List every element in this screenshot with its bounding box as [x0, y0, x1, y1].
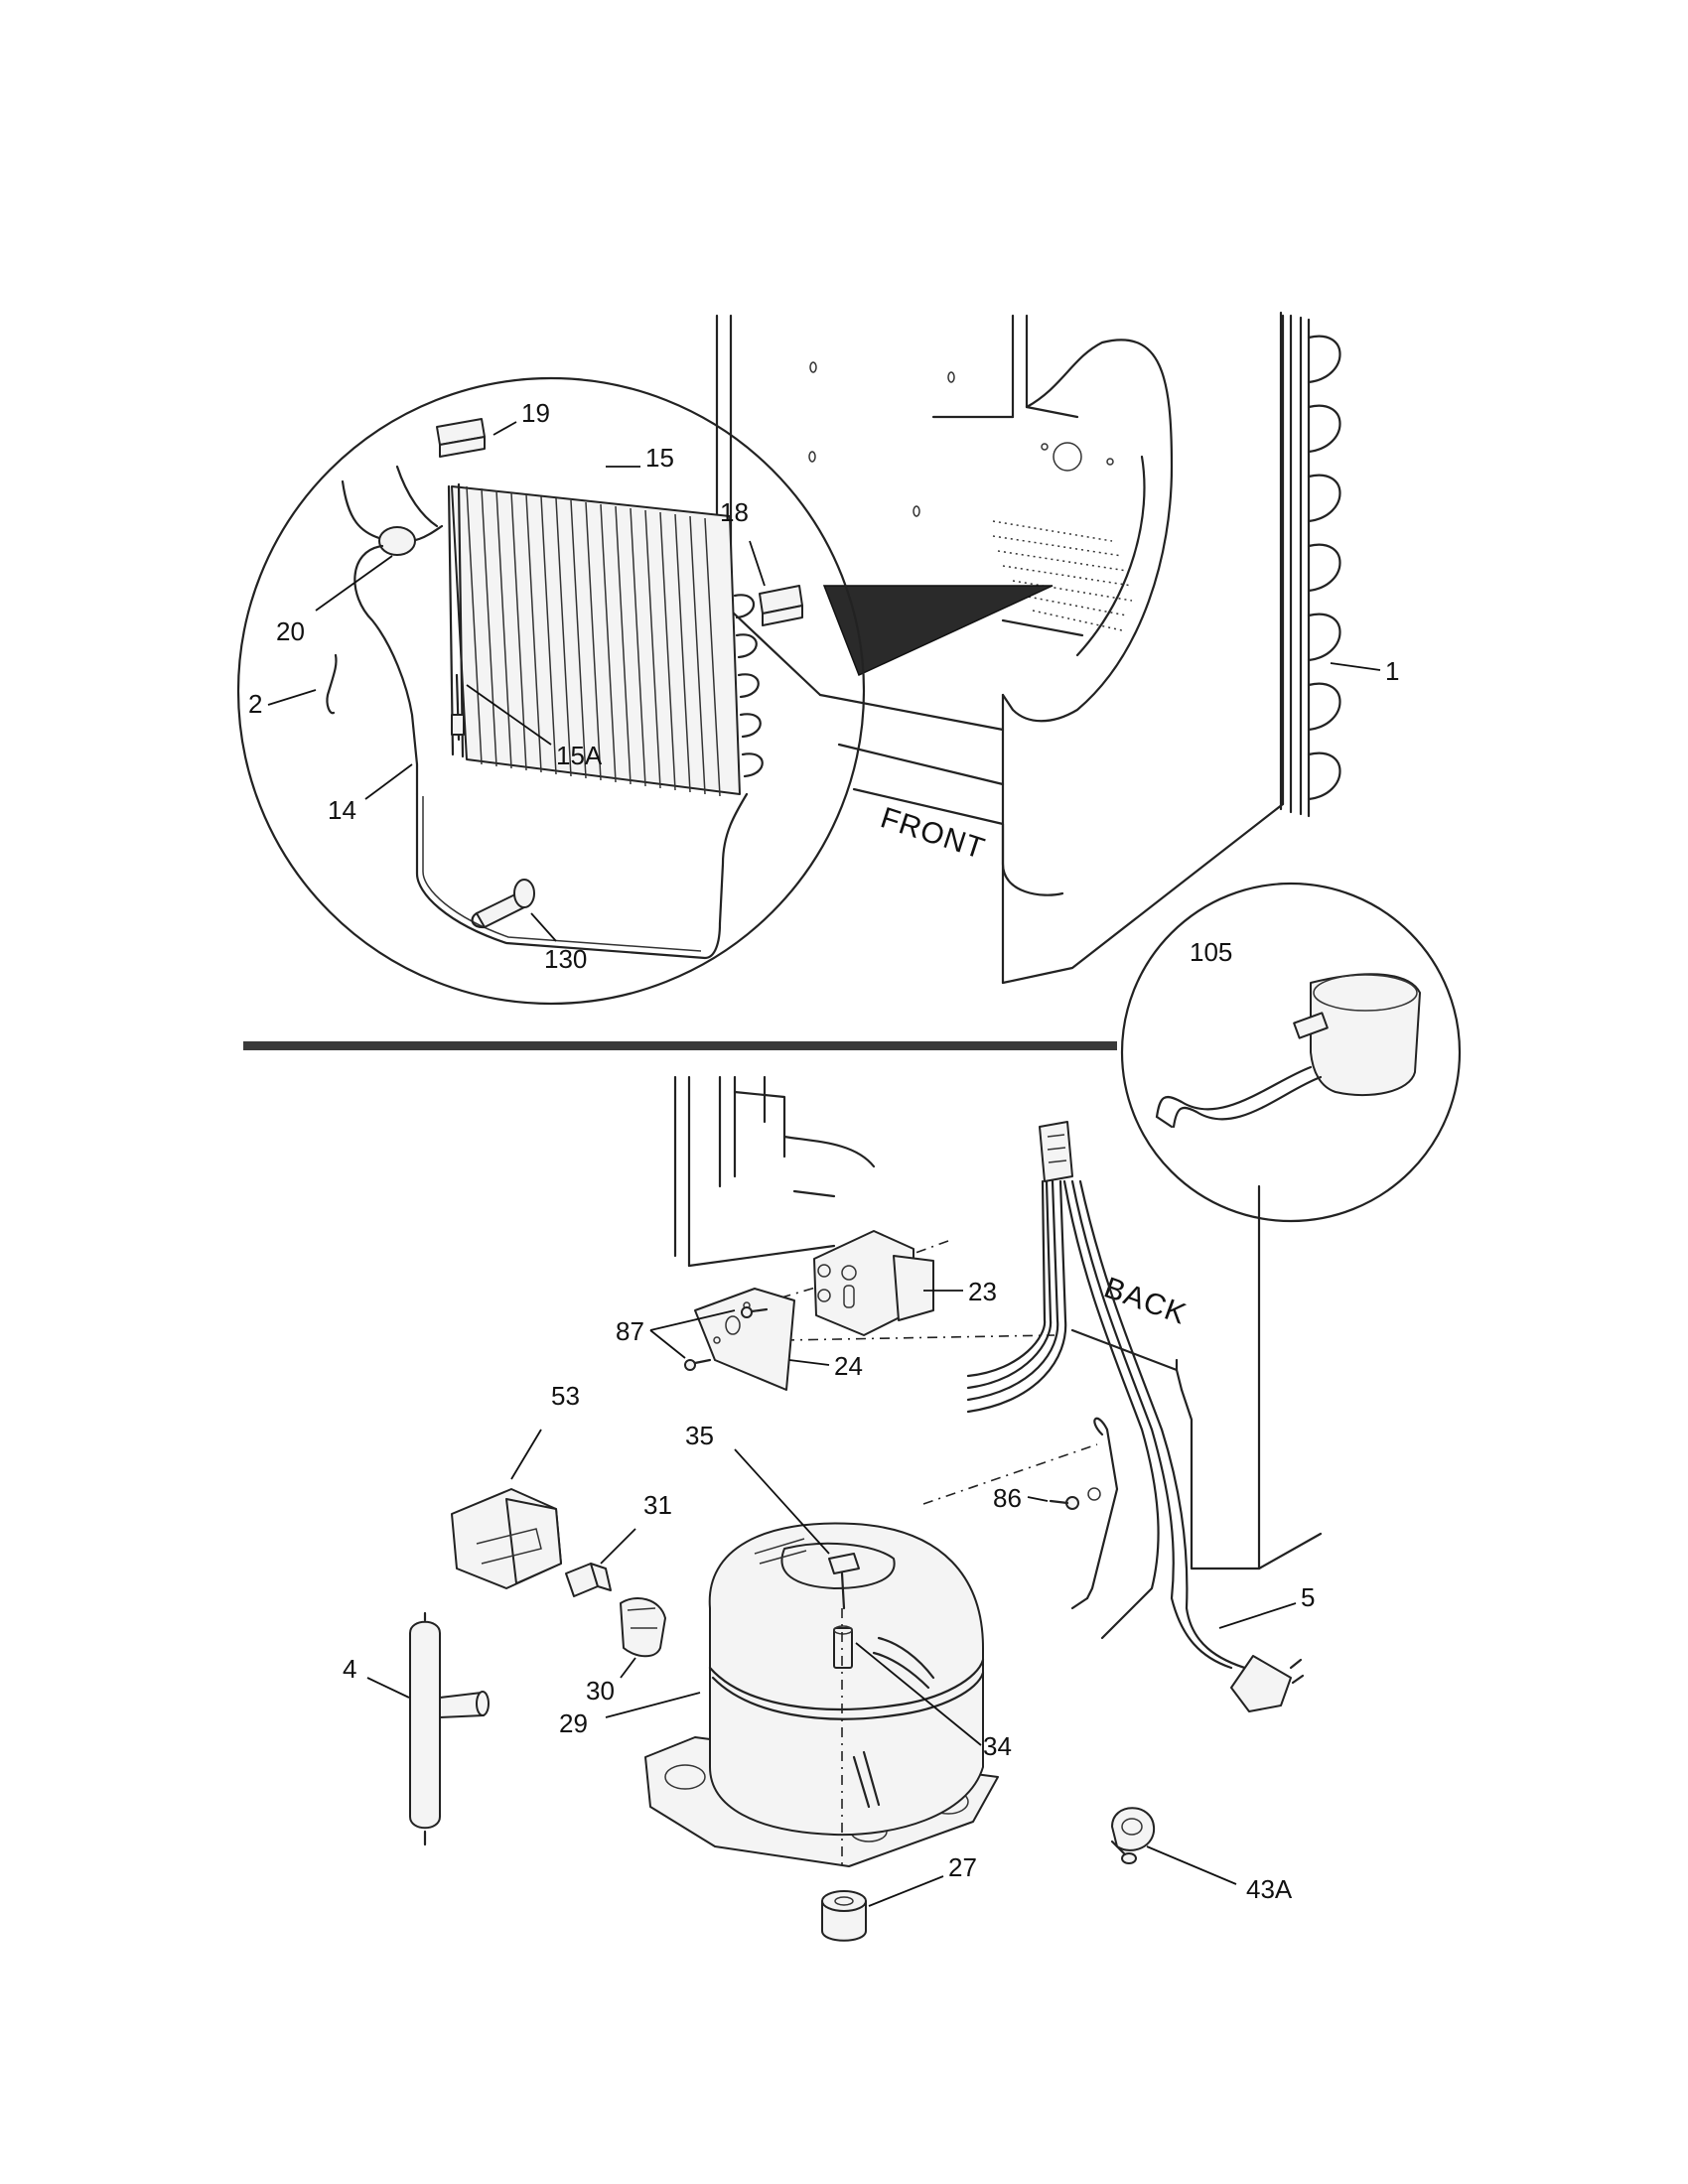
part-20-thermostat	[378, 526, 416, 556]
part-86-ground-screw: 86	[993, 1483, 1101, 1513]
callout-15: 15	[645, 443, 674, 473]
callout-87: 87	[616, 1316, 644, 1346]
callout-5: 5	[1301, 1582, 1315, 1612]
section-divider	[243, 1041, 1117, 1050]
callout-15a: 15A	[556, 741, 603, 770]
callout-2: 2	[248, 689, 262, 719]
callout-4: 4	[343, 1654, 356, 1684]
part-31-overload: 31	[565, 1490, 672, 1597]
callout-wedge	[822, 585, 1054, 677]
callout-43a: 43A	[1246, 1874, 1293, 1904]
part-4-drier: 4	[343, 1611, 490, 1846]
drain-pan	[1310, 973, 1421, 1096]
callout-24: 24	[834, 1351, 863, 1381]
callout-86: 86	[993, 1483, 1022, 1513]
callout-53: 53	[551, 1381, 580, 1411]
part-23-defrost-timer: 23	[813, 1230, 997, 1336]
power-cord-harness: 5	[966, 1121, 1315, 1712]
callout-29: 29	[559, 1708, 588, 1738]
callout-27: 27	[948, 1852, 977, 1882]
part-15a-probe	[451, 714, 465, 736]
condenser-coil	[1279, 311, 1341, 818]
power-plug	[1230, 1655, 1292, 1712]
callout-19: 19	[521, 398, 550, 428]
part-53-relay-cover: 53	[451, 1381, 580, 1589]
callout-14: 14	[328, 795, 356, 825]
callout-31: 31	[643, 1490, 672, 1520]
front-label: FRONT	[877, 801, 989, 866]
evaporator-detail-circle	[236, 376, 866, 1006]
callout-130: 130	[544, 944, 587, 974]
part-27-grommet: 27	[821, 1852, 977, 1942]
callout-34: 34	[983, 1731, 1012, 1761]
part-30-relay: 30	[586, 1597, 666, 1706]
part-87-screws: 87	[616, 1306, 769, 1371]
cabinet-interior: FRONT	[715, 314, 1285, 985]
callout-105: 105	[1190, 937, 1232, 967]
part-130	[471, 879, 535, 929]
callout-35: 35	[685, 1421, 714, 1450]
evaporator-core	[447, 482, 764, 797]
callout-30: 30	[586, 1676, 615, 1706]
part-43a-clamp: 43A	[1110, 1807, 1293, 1904]
callout-18: 18	[720, 497, 749, 527]
callouts-top: 19 15 18 20 2 15A 14 130 1	[248, 398, 1399, 974]
callout-23: 23	[968, 1277, 997, 1306]
drain-pan-detail-circle: 105	[1120, 882, 1462, 1223]
callout-20: 20	[276, 616, 305, 646]
callout-1: 1	[1385, 656, 1399, 686]
harness-connector	[1039, 1121, 1073, 1182]
part-29-compressor: 35 34 29	[559, 1421, 1012, 1867]
